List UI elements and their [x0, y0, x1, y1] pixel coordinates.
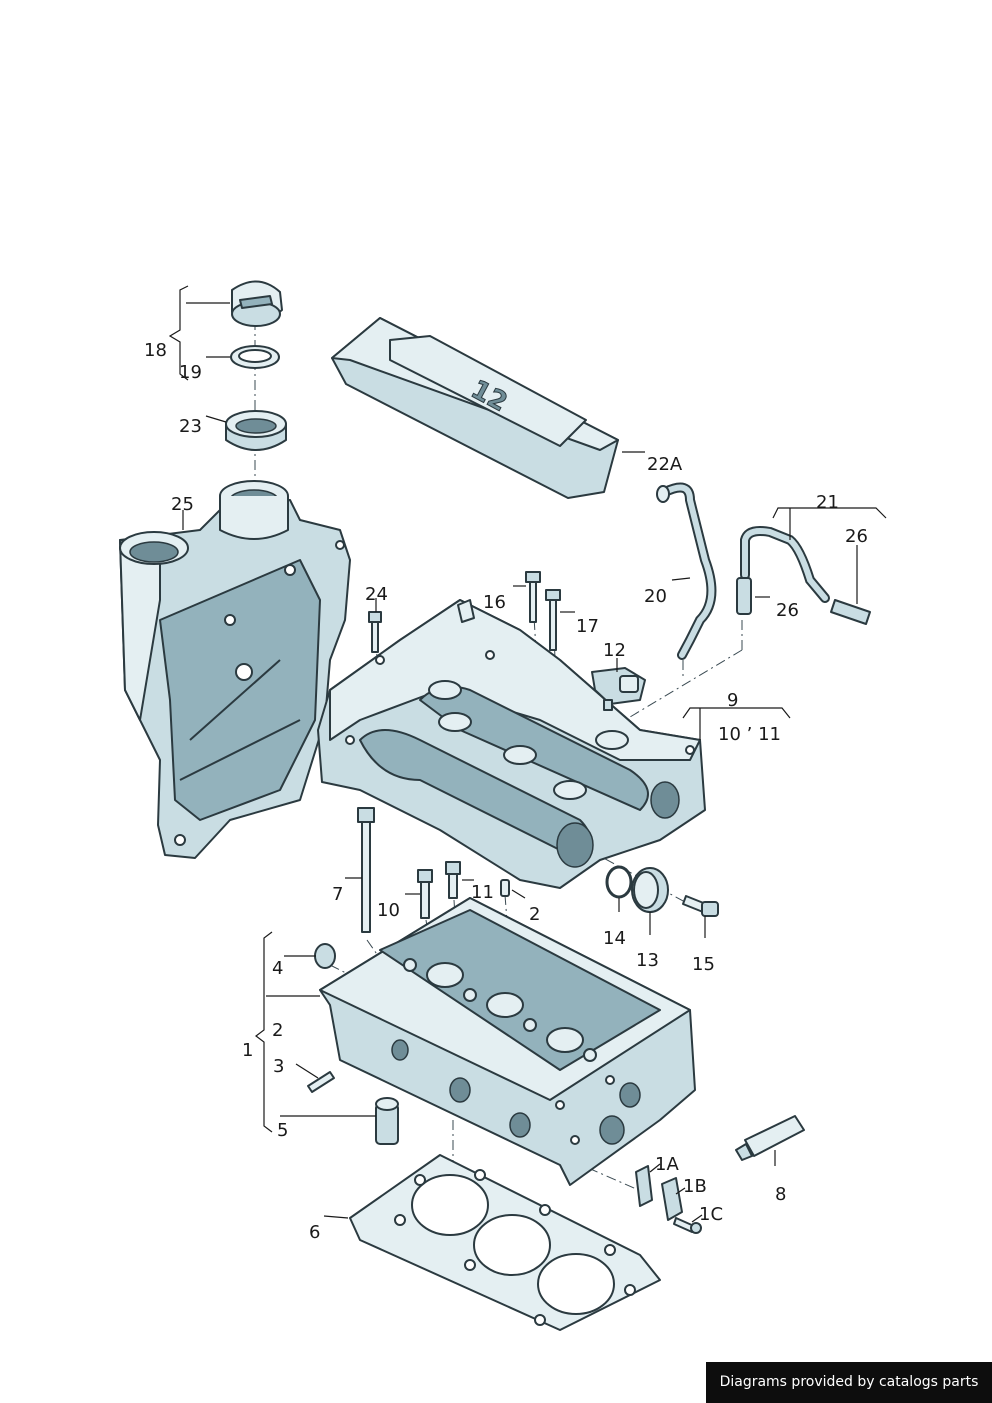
bolt-11 [445, 861, 461, 899]
camshaft-sensor [591, 667, 646, 711]
bolt-24 [368, 611, 382, 653]
filler-neck-adapter [225, 410, 287, 451]
leader-lines [168, 285, 887, 1223]
cylinder-head [319, 897, 696, 1186]
label-24: 24 [365, 584, 388, 605]
label-6: 6 [309, 1222, 320, 1243]
label-5: 5 [277, 1120, 288, 1141]
label-21: 21 [816, 492, 839, 513]
filter-insert-b [830, 599, 871, 625]
plug-4 [314, 943, 336, 969]
label-18: 18 [144, 340, 167, 361]
screw-1c [673, 1217, 702, 1234]
filter-insert-a [736, 577, 752, 615]
engine-cover: 12 [331, 317, 619, 499]
bolt-17 [545, 589, 561, 651]
label-3: 3 [273, 1056, 284, 1077]
label-10-11: 10 ’ 11 [718, 724, 781, 745]
label-9: 9 [727, 690, 738, 711]
head-gasket [349, 1154, 661, 1331]
credit-banner: Diagrams provided by catalogs parts [706, 1362, 992, 1403]
label-22a: 22A [647, 454, 683, 475]
seal-ring [230, 345, 280, 369]
o-ring [605, 865, 633, 899]
label-1: 1 [242, 1040, 253, 1061]
label-2-upper: 2 [529, 904, 540, 925]
bracket-1a [635, 1165, 653, 1207]
label-14: 14 [603, 928, 626, 949]
label-25: 25 [171, 494, 194, 515]
label-8: 8 [775, 1184, 786, 1205]
label-16: 16 [483, 592, 506, 613]
label-19: 19 [179, 362, 202, 383]
bracket-1b [661, 1177, 683, 1221]
label-13: 13 [636, 950, 659, 971]
label-4: 4 [272, 958, 283, 979]
vent-hose [740, 526, 830, 603]
label-10: 10 [377, 900, 400, 921]
label-11: 11 [471, 882, 494, 903]
label-12: 12 [603, 640, 626, 661]
sealant-tube [735, 1115, 805, 1161]
breather-hose [656, 482, 717, 660]
timing-cover-housing [119, 480, 351, 859]
part-labels: 18 19 23 22A 25 21 26 20 26 24 16 17 12 … [144, 340, 868, 1243]
camshaft-housing [317, 599, 706, 889]
sealing-cap [631, 867, 669, 913]
label-26-top: 26 [845, 526, 868, 547]
label-17: 17 [576, 616, 599, 637]
bolt-15 [682, 895, 719, 917]
label-20: 20 [644, 586, 667, 607]
bolt-10 [417, 869, 433, 919]
label-26-mid: 26 [776, 600, 799, 621]
label-1b: 1B [683, 1176, 707, 1197]
bolt-7 [357, 807, 375, 933]
label-1c: 1C [699, 1204, 723, 1225]
label-2-lower: 2 [272, 1020, 283, 1041]
label-23: 23 [179, 416, 202, 437]
bolt-16 [525, 571, 541, 623]
pin-2 [500, 879, 510, 897]
oil-filler-cap [231, 280, 283, 327]
bushing-5 [375, 1097, 399, 1145]
label-7: 7 [332, 884, 343, 905]
label-1a: 1A [655, 1154, 679, 1175]
stud-3 [307, 1071, 335, 1093]
label-15: 15 [692, 954, 715, 975]
